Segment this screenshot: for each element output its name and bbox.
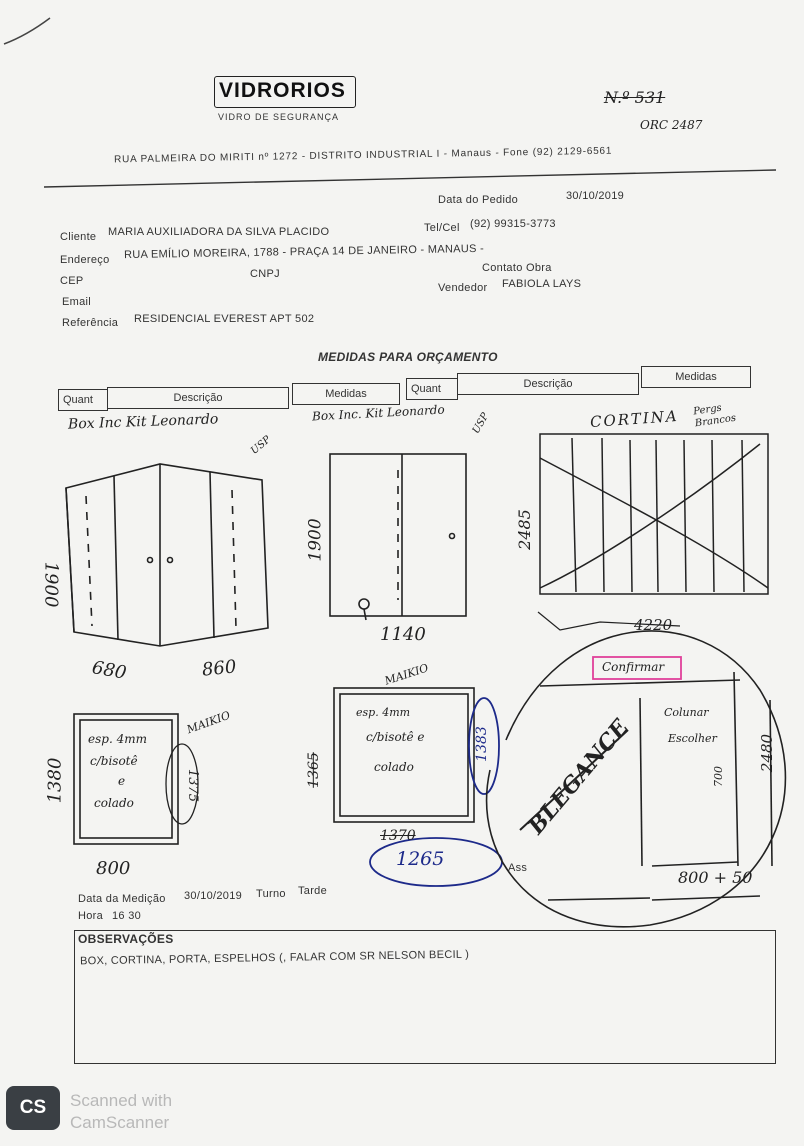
item5-right-measure: 1383 xyxy=(473,726,490,762)
phone-value: (92) 99315-3773 xyxy=(470,218,556,230)
item4-width: 800 xyxy=(96,858,131,879)
item4-line4: colado xyxy=(94,796,134,810)
document-number: N.º 531 xyxy=(604,88,666,107)
item2-height: 1900 xyxy=(305,518,326,562)
medicao-value: 30/10/2019 xyxy=(184,890,243,902)
signature-label: Ass xyxy=(508,862,528,874)
phone-label: Tel/Cel xyxy=(424,222,460,234)
cnpj-label: CNPJ xyxy=(250,268,280,280)
col-medidas-left: Medidas xyxy=(292,383,400,405)
sketch-curtain xyxy=(537,433,769,631)
reference-value: RESIDENCIAL EVEREST APT 502 xyxy=(134,313,315,325)
order-date-value: 30/10/2019 xyxy=(566,190,625,202)
item5-line3: colado xyxy=(374,760,414,774)
medicao-label: Data da Medição xyxy=(78,893,166,905)
address-label: Endereço xyxy=(60,254,110,266)
col-desc-left: Descrição xyxy=(107,387,289,409)
item5-line2: c/bisotê e xyxy=(366,730,425,744)
sketch-mirror-1 xyxy=(73,713,179,845)
seller-label: Vendedor xyxy=(438,282,488,294)
measures-title: MEDIDAS PARA ORÇAMENTO xyxy=(318,350,498,364)
sketch-mirror-2 xyxy=(165,687,503,887)
item1-width-right: 860 xyxy=(200,656,238,681)
item2-width: 1140 xyxy=(380,624,426,645)
item4-line3: e xyxy=(118,774,126,788)
turno-label: Turno xyxy=(256,888,286,900)
col-medidas-right: Medidas xyxy=(641,366,751,388)
sketch-circled-item xyxy=(485,630,787,928)
cep-label: CEP xyxy=(60,275,84,287)
hora-label: Hora xyxy=(78,910,104,922)
hora-value: 16 30 xyxy=(112,910,142,922)
item3-height: 2485 xyxy=(514,509,534,550)
item4-line1: esp. 4mm xyxy=(88,732,147,746)
item4-line2: c/bisotê xyxy=(90,754,138,768)
client-label: Cliente xyxy=(60,231,97,243)
observations-label: OBSERVAÇÕES xyxy=(78,932,174,946)
sketch-corner-box xyxy=(65,463,269,647)
turno-value: Tarde xyxy=(298,885,328,897)
item1-height: 1900 xyxy=(40,561,62,608)
company-tagline: VIDRO DE SEGURANÇA xyxy=(218,112,340,122)
email-label: Email xyxy=(62,296,92,308)
camscanner-watermark: Scanned with CamScanner xyxy=(70,1090,172,1134)
item6-height: 2480 xyxy=(758,733,777,773)
item6-side: 700 xyxy=(712,766,725,787)
item6-confirm: Confirmar xyxy=(602,660,665,674)
company-logo-frame xyxy=(214,76,356,108)
client-value: MARIA AUXILIADORA DA SILVA PLACIDO xyxy=(108,226,330,238)
contact-label: Contato Obra xyxy=(482,262,552,274)
watermark-line2: CamScanner xyxy=(70,1113,170,1132)
seller-value: FABIOLA LAYS xyxy=(502,278,582,290)
item5-width: 1265 xyxy=(396,848,445,870)
item5-left-measure: 1365 xyxy=(305,752,322,788)
sketch-straight-box xyxy=(329,453,467,621)
item6-line1: Colunar xyxy=(664,706,709,719)
col-desc-right: Descrição xyxy=(457,373,639,395)
item6-width: 800 + 50 xyxy=(678,868,753,887)
order-date-label: Data do Pedido xyxy=(438,194,519,206)
company-logo: VIDRORIOS xyxy=(219,79,346,102)
observations-box xyxy=(74,930,776,1064)
item6-line2: Escolher xyxy=(668,732,717,745)
reference-label: Referência xyxy=(62,317,119,329)
item4-extra: 1375 xyxy=(185,768,201,803)
watermark-line1: Scanned with xyxy=(70,1091,173,1110)
item5-line1: esp. 4mm xyxy=(356,706,411,719)
item5-crossed-width: 1370 xyxy=(380,828,416,844)
orcamento-number: ORC 2487 xyxy=(640,118,703,132)
item4-height: 1380 xyxy=(44,757,66,804)
camscanner-logo: CS xyxy=(6,1086,60,1130)
item3-width: 4220 xyxy=(634,616,673,634)
